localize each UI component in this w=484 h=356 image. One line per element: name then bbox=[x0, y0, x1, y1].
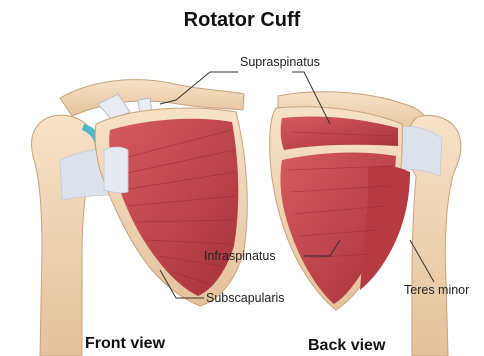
front-view-caption: Front view bbox=[85, 335, 166, 352]
back-view-caption: Back view bbox=[308, 337, 386, 354]
back-view-illustration bbox=[270, 92, 461, 356]
subscapularis-label: Subscapularis bbox=[206, 291, 285, 305]
supraspinatus-label: Supraspinatus bbox=[240, 55, 320, 69]
infraspinatus-label: Infraspinatus bbox=[204, 249, 276, 263]
front-subscap-tendon bbox=[104, 147, 128, 193]
front-view-illustration bbox=[31, 80, 247, 356]
teres-minor-label: Teres minor bbox=[404, 283, 469, 297]
back-tendon bbox=[396, 126, 442, 176]
